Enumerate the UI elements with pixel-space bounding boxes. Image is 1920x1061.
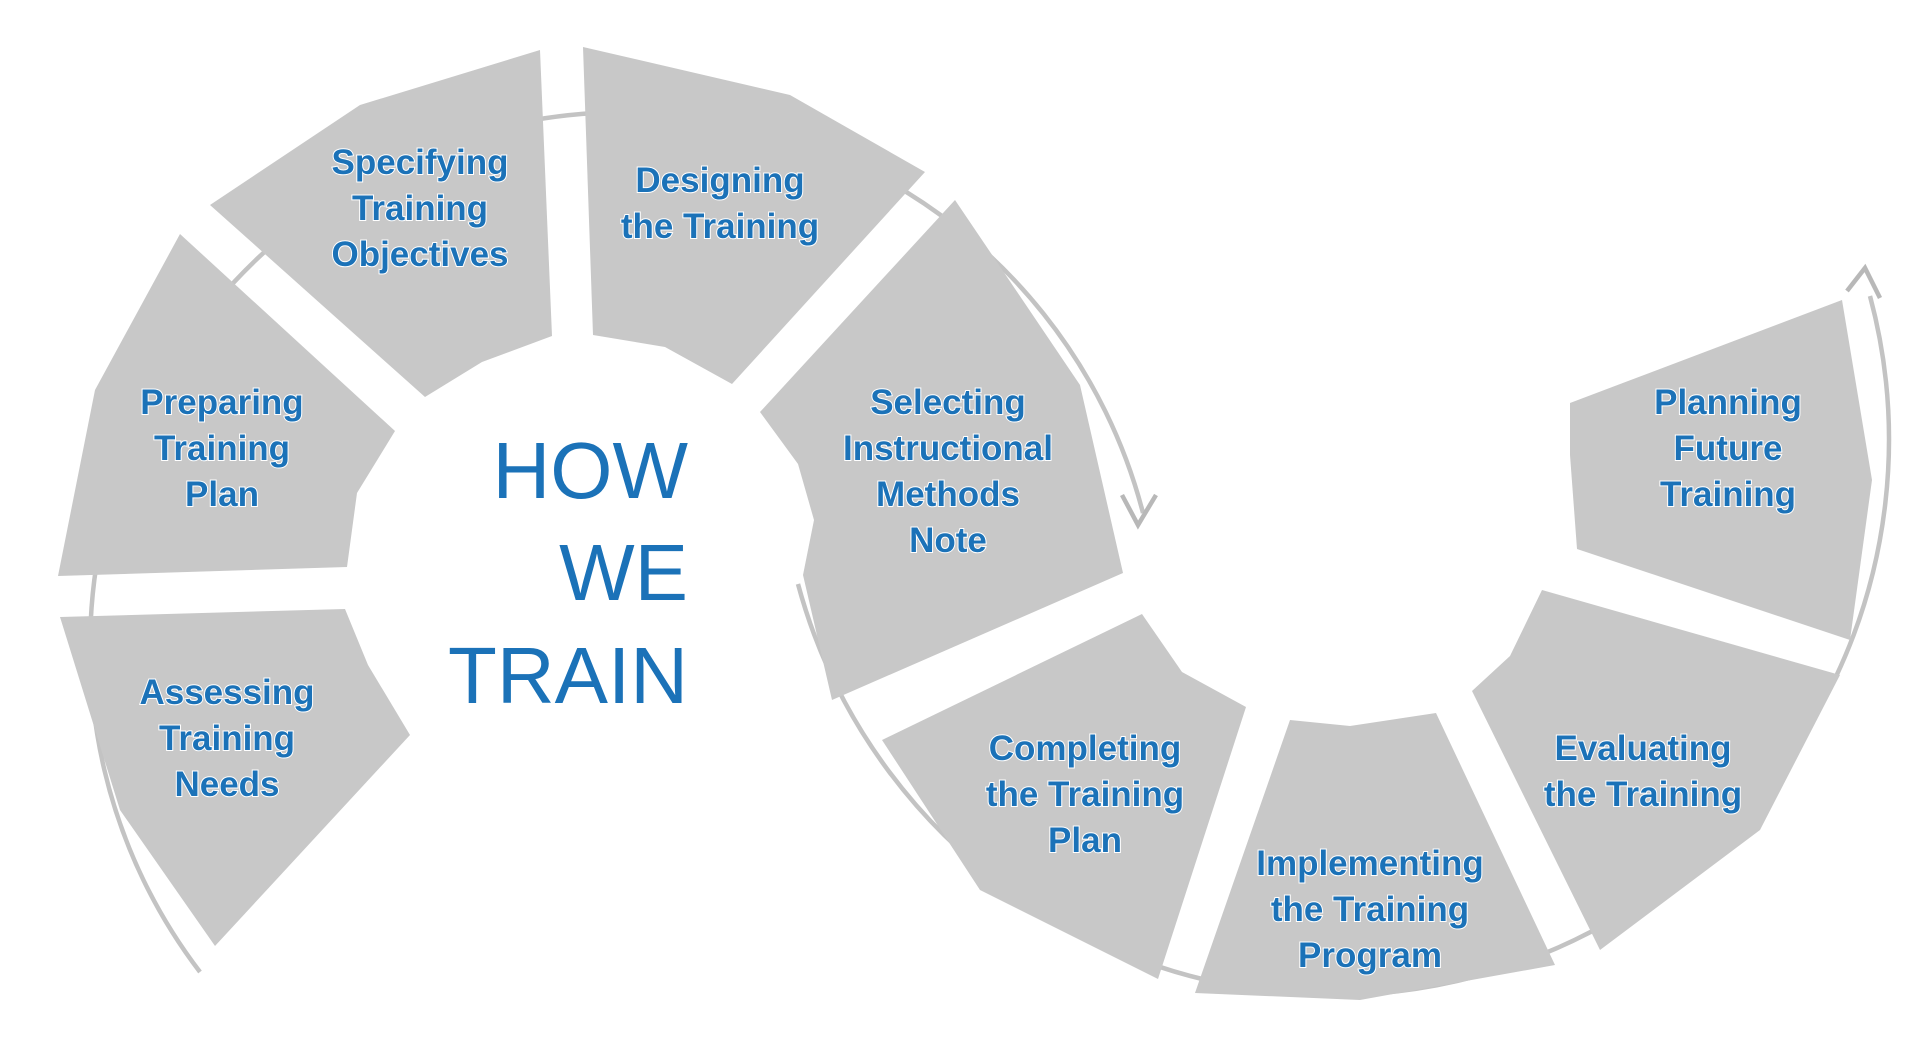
stage-label-line: Future — [1674, 429, 1783, 468]
segment-selecting-instructional-methods — [760, 200, 1123, 700]
stage-label-line: the Training — [1544, 775, 1742, 814]
center-title: HOW WE TRAIN — [448, 426, 688, 720]
segment-designing-the-training — [583, 47, 925, 384]
stage-label-line: Selecting — [870, 383, 1026, 422]
segment-evaluating-the-training — [1472, 590, 1840, 950]
stage-label-line: Objectives — [331, 235, 508, 274]
stage-label-line: Training — [1660, 475, 1796, 514]
stage-label-line: Implementing — [1256, 844, 1484, 883]
stage-label-designing: Designing the Training — [620, 160, 820, 247]
stage-label-line: Evaluating — [1555, 729, 1732, 768]
stage-label-line: Completing — [989, 729, 1181, 768]
stage-label-line: Designing — [635, 161, 804, 200]
right-loop-arrowhead — [1845, 263, 1883, 300]
segment-assessing-training-needs — [60, 609, 410, 946]
stage-label-line: Specifying — [332, 143, 509, 182]
title-line-how: HOW — [492, 426, 688, 515]
stage-label-line: Assessing — [139, 673, 314, 712]
title-line-we: WE — [559, 528, 688, 617]
stage-label-implementing: Implementing the Training Program — [1255, 843, 1485, 976]
stage-label-selecting: Selecting Instructional Methods Note — [842, 382, 1054, 561]
stage-label-line: Training — [154, 429, 290, 468]
segment-implementing-the-training-program — [1195, 713, 1555, 1000]
stage-label-line: Planning — [1654, 383, 1802, 422]
title-line-train: TRAIN — [448, 631, 688, 720]
left-loop-arrowhead — [1120, 493, 1158, 530]
stage-label-line: Instructional — [843, 429, 1053, 468]
stage-label-evaluating: Evaluating the Training — [1543, 728, 1743, 815]
stage-label-completing: Completing the Training Plan — [985, 728, 1185, 861]
segment-planning-future-training — [1570, 300, 1872, 640]
stage-label-line: Note — [909, 521, 987, 560]
stage-label-line: the Training — [1271, 890, 1469, 929]
stage-label-line: Training — [159, 719, 295, 758]
stage-label-line: Plan — [185, 475, 259, 514]
stage-label-preparing: Preparing Training Plan — [139, 382, 304, 515]
stage-label-line: Plan — [1048, 821, 1122, 860]
stage-label-assessing: Assessing Training Needs — [138, 672, 315, 805]
stage-label-specifying: Specifying Training Objectives — [330, 142, 509, 275]
stage-label-planning: Planning Future Training — [1653, 382, 1803, 515]
stage-label-line: Methods — [876, 475, 1020, 514]
segment-preparing-training-plan — [58, 234, 395, 576]
stage-label-line: the Training — [986, 775, 1184, 814]
segment-specifying-training-objectives — [210, 50, 552, 397]
stage-label-line: Preparing — [140, 383, 303, 422]
stage-label-line: Needs — [174, 765, 279, 804]
stage-label-line: Program — [1298, 936, 1442, 975]
stage-label-line: the Training — [621, 207, 819, 246]
segment-completing-the-training-plan — [882, 614, 1246, 979]
stage-label-line: Training — [352, 189, 488, 228]
